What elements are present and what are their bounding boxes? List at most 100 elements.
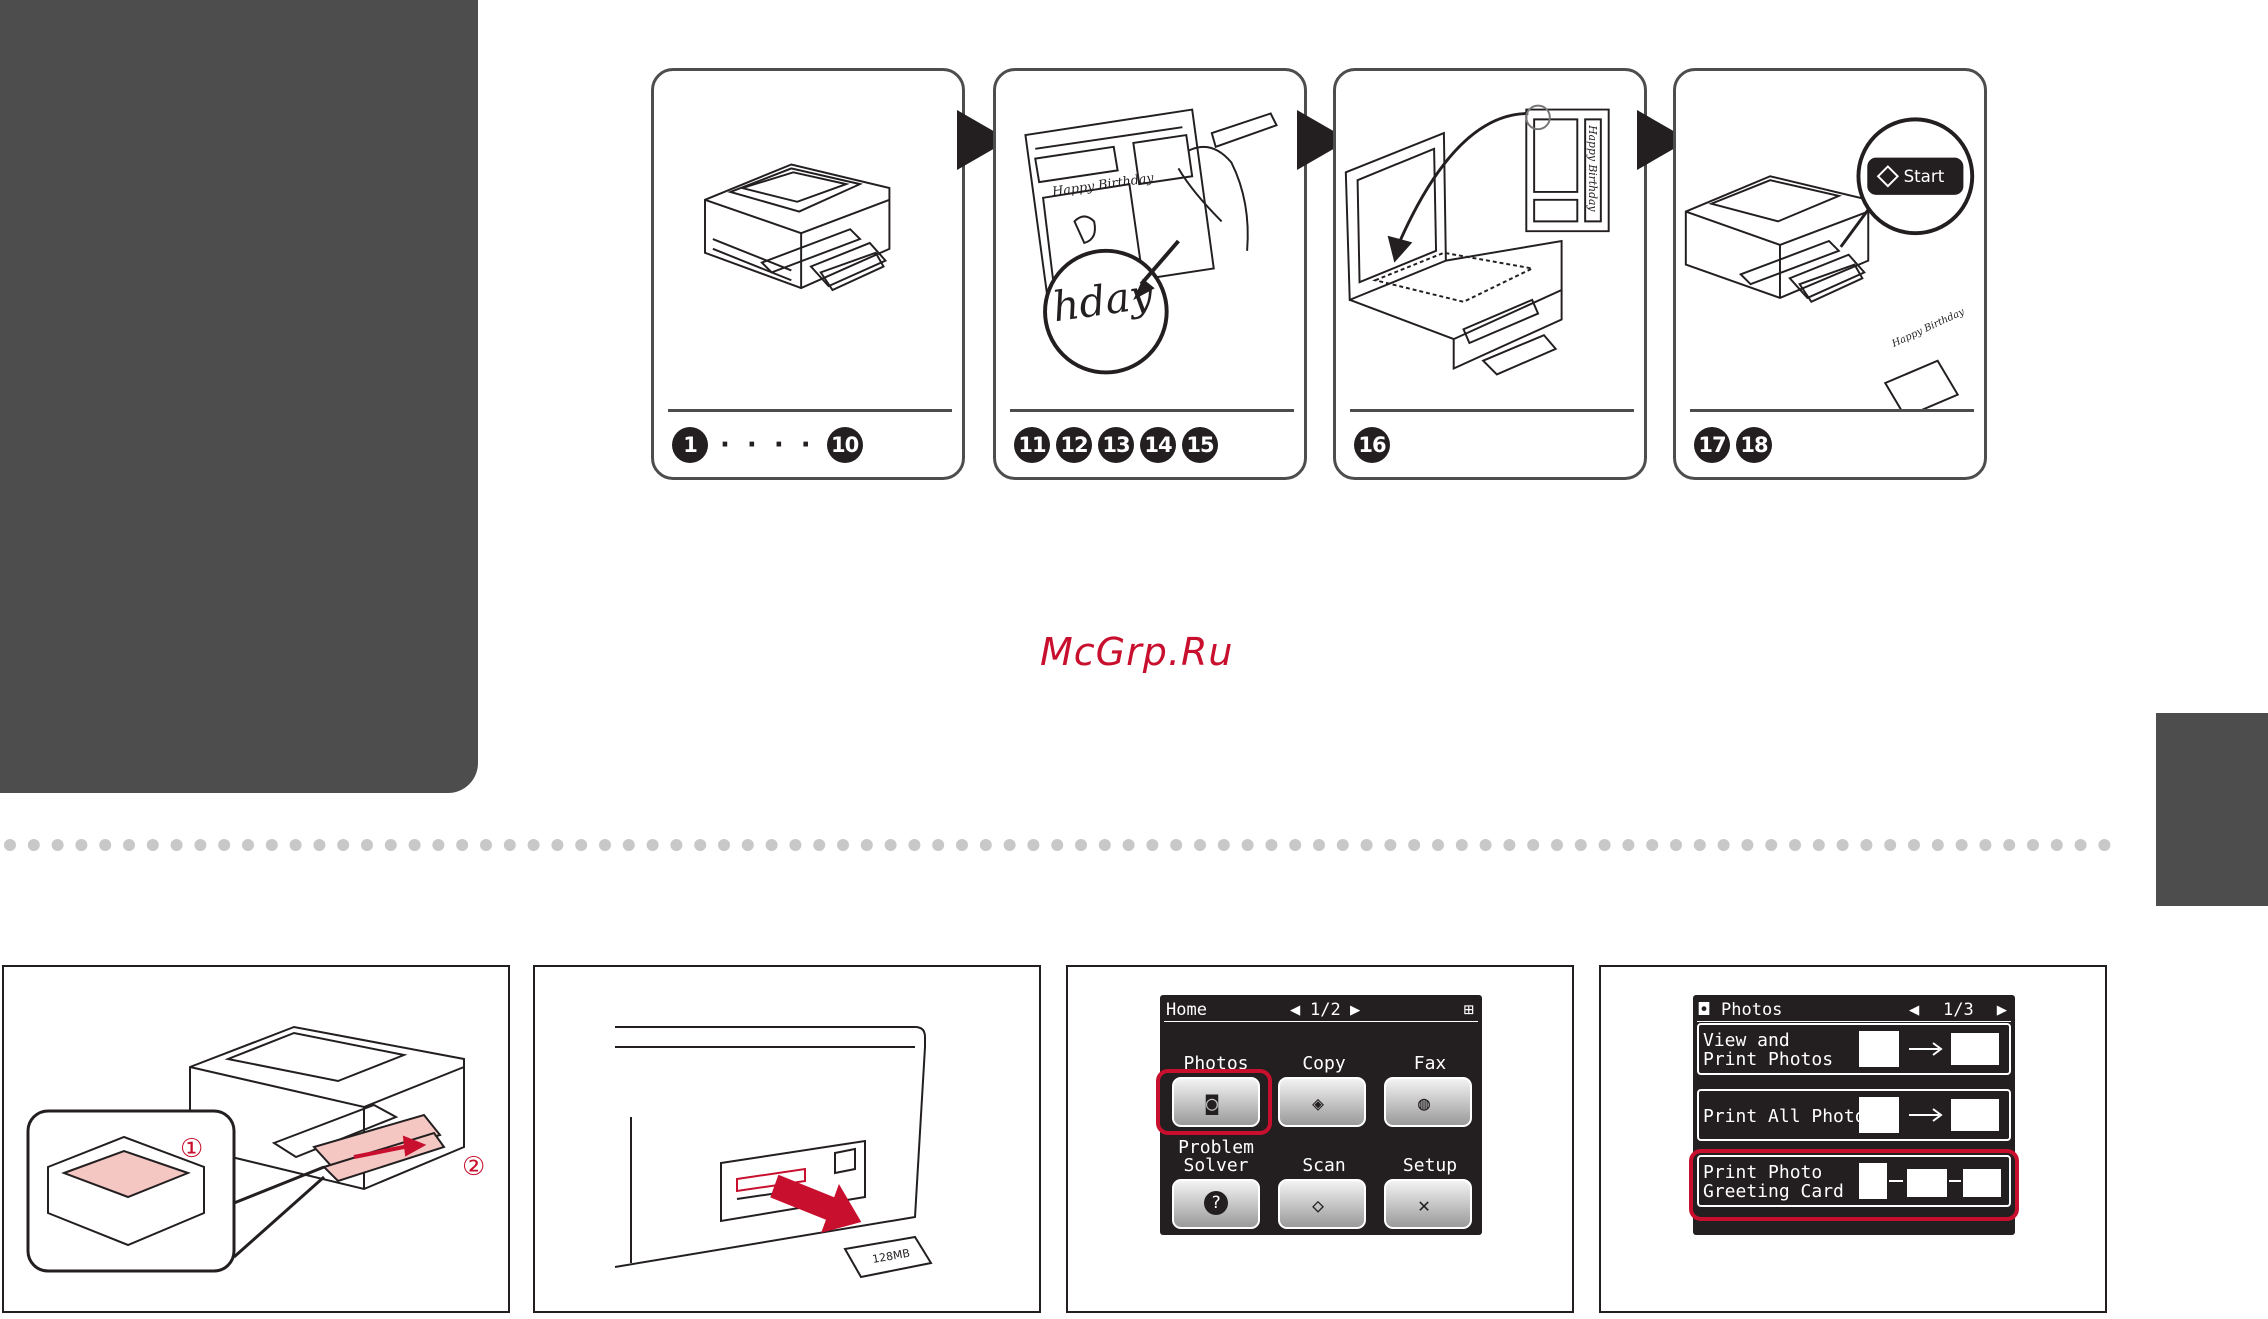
- problem-solver-button[interactable]: ?: [1172, 1179, 1260, 1229]
- step-rule: [668, 409, 952, 412]
- separator-dot: [52, 839, 64, 851]
- separator-dot: [1932, 839, 1944, 851]
- separator-dot: [1218, 839, 1230, 851]
- separator-dot: [980, 839, 992, 851]
- paper-cassette-icon: ① ②: [4, 967, 512, 1315]
- separator-dot: [742, 839, 754, 851]
- setup-button[interactable]: ✕: [1384, 1179, 1472, 1229]
- lcd-page-next-icon[interactable]: ▶: [1997, 1000, 2007, 1020]
- separator-dot: [337, 839, 349, 851]
- separator-dot: [147, 839, 159, 851]
- step-number: 13: [1098, 427, 1134, 463]
- separator-dot: [361, 839, 373, 851]
- separator-dot: [1741, 839, 1753, 851]
- separator-dot: [1289, 839, 1301, 851]
- separator-dot: [670, 839, 682, 851]
- separator-dot: [266, 839, 278, 851]
- separator-dot: [290, 839, 302, 851]
- printer-icon: [654, 71, 962, 411]
- photos-stack-icon: [1855, 1095, 2005, 1135]
- separator-dot: [1361, 839, 1373, 851]
- separator-dot: [1456, 839, 1468, 851]
- separator-dot: [1979, 839, 1991, 851]
- separator-dot: [1527, 839, 1539, 851]
- step-number: 10: [827, 427, 863, 463]
- menu-label: View and: [1703, 1030, 1790, 1051]
- callout-1: ①: [180, 1134, 203, 1164]
- printer-start-icon: Start Happy Birthday: [1676, 71, 1984, 411]
- scan-button[interactable]: ◇: [1278, 1179, 1366, 1229]
- separator-dot: [1694, 839, 1706, 851]
- separator-dot: [504, 839, 516, 851]
- step-numbers: 16: [1354, 425, 1390, 465]
- separator-dot: [2098, 839, 2110, 851]
- lcd-page-next-icon[interactable]: ▶: [1350, 1000, 1360, 1020]
- left-dark-block: [0, 0, 478, 793]
- separator-dot: [4, 839, 16, 851]
- separator-dot: [1837, 839, 1849, 851]
- tools-icon: ✕: [1418, 1193, 1430, 1217]
- separator-dot: [2027, 839, 2039, 851]
- separator-dot: [194, 839, 206, 851]
- step-rule: [1350, 409, 1634, 412]
- step-numbers: 11 12 13 14 15: [1014, 425, 1218, 465]
- separator-dot: [1384, 839, 1396, 851]
- separator-dot: [456, 839, 468, 851]
- menu-print-all-photos[interactable]: Print All Photos: [1697, 1089, 2011, 1141]
- separator-dot: [1170, 839, 1182, 851]
- lcd-title-bar: Home ◀ 1/2 ▶ ⊞: [1164, 999, 1478, 1022]
- menu-label: Print All Photos: [1703, 1106, 1876, 1127]
- lcd-page-prev-icon[interactable]: ◀: [1290, 1000, 1300, 1020]
- copy-button[interactable]: ◈: [1278, 1077, 1366, 1127]
- separator-dot: [1313, 839, 1325, 851]
- bottom-panel-2: 128MB: [533, 965, 1041, 1313]
- separator-dot: [908, 839, 920, 851]
- separator-dot: [1099, 839, 1111, 851]
- separator-dot: [1765, 839, 1777, 851]
- lcd-page: 1/2: [1310, 1000, 1341, 1020]
- separator-dot: [1789, 839, 1801, 851]
- separator-dot: [99, 839, 111, 851]
- separator-dot: [1956, 839, 1968, 851]
- separator-dot: [28, 839, 40, 851]
- separator-dot: [1242, 839, 1254, 851]
- separator-dot: [956, 839, 968, 851]
- separator-dot: [789, 839, 801, 851]
- lcd-title-bar: ◘ Photos ◀ 1/3 ▶: [1697, 999, 2011, 1022]
- separator-dot: [1860, 839, 1872, 851]
- step-number: 14: [1140, 427, 1176, 463]
- lcd-title: Photos: [1721, 1000, 1782, 1020]
- network-icon: ⊞: [1464, 1000, 1474, 1020]
- dotted-separator: [0, 837, 2120, 853]
- separator-dot: [694, 839, 706, 851]
- separator-dot: [813, 839, 825, 851]
- separator-dot: [1432, 839, 1444, 851]
- lcd-button-label: Scan: [1276, 1157, 1372, 1175]
- step-number: 12: [1056, 427, 1092, 463]
- lcd-button-label: Copy: [1276, 1055, 1372, 1073]
- fax-button[interactable]: ◍: [1384, 1077, 1472, 1127]
- side-section-tab: [2156, 713, 2268, 906]
- copy-icon: ◈: [1312, 1091, 1324, 1115]
- separator-dot: [313, 839, 325, 851]
- separator-dot: [1670, 839, 1682, 851]
- separator-dot: [1884, 839, 1896, 851]
- step-panel-2: Happy Birthday hday 11 12 13 14 15: [993, 68, 1307, 480]
- separator-dot: [242, 839, 254, 851]
- separator-dot: [1051, 839, 1063, 851]
- separator-dot: [432, 839, 444, 851]
- separator-dot: [218, 839, 230, 851]
- separator-dot: [1551, 839, 1563, 851]
- lcd-page-prev-icon[interactable]: ◀: [1909, 1000, 1919, 1020]
- step-numbers: 17 18: [1694, 425, 1772, 465]
- separator-dot: [1480, 839, 1492, 851]
- separator-dot: [75, 839, 87, 851]
- separator-dot: [480, 839, 492, 851]
- fax-icon: ◍: [1418, 1091, 1430, 1115]
- separator-dot: [1194, 839, 1206, 851]
- separator-dot: [1813, 839, 1825, 851]
- separator-dot: [575, 839, 587, 851]
- range-separator: · · · ·: [714, 432, 821, 458]
